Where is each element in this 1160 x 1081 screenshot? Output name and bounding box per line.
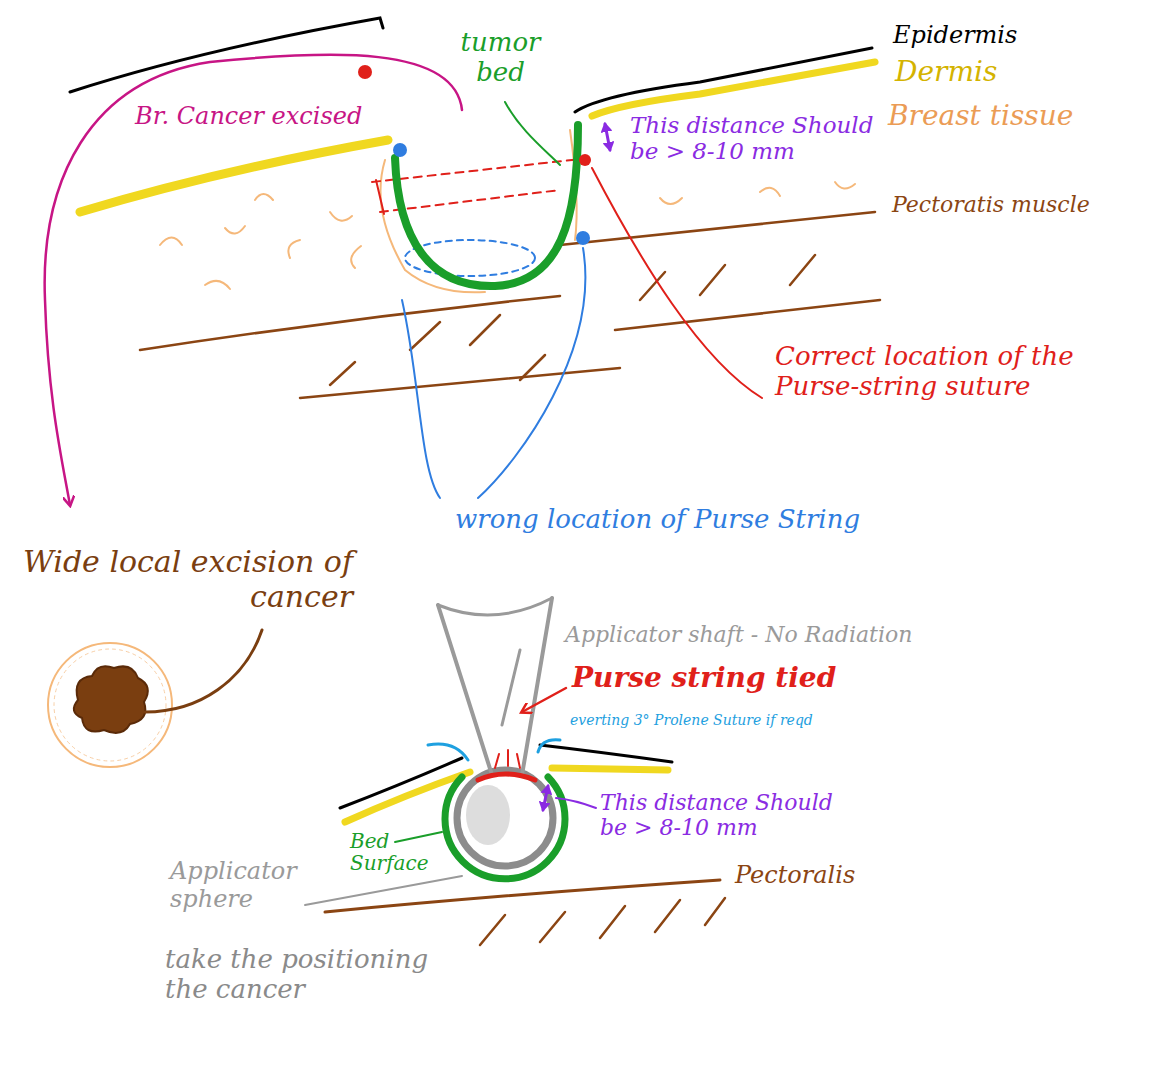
muscle-hatch (480, 915, 505, 945)
muscle-line (300, 368, 620, 398)
applicator-shaft (438, 605, 492, 775)
epidermis-line (540, 745, 672, 762)
tissue-scribble (288, 240, 300, 258)
tissue-scribble (835, 182, 855, 189)
applicator-shaft (522, 598, 552, 775)
dermis-band (80, 140, 388, 212)
annotation-label: Applicator sphere (170, 858, 310, 913)
applicator-sphere (457, 770, 553, 866)
annotation-label: Breast tissue (888, 100, 1073, 132)
annotation-label: This distance Should be > 8-10 mm (600, 790, 845, 841)
tissue-scribble (160, 238, 182, 246)
tissue-scribble (205, 281, 230, 289)
muscle-hatch (520, 355, 545, 380)
annotation-label: This distance Should be > 8-10 mm (630, 112, 885, 165)
annotation-label: take the positioning the cancer (165, 945, 465, 1005)
everting-suture (538, 740, 560, 752)
applicator-section (305, 598, 725, 945)
purse-string-ends (495, 750, 520, 768)
annotation-label: wrong location of Purse String (455, 505, 860, 535)
tissue-scribble (760, 188, 780, 196)
excision-margin (48, 643, 172, 767)
pectoralis-hatch (480, 898, 725, 945)
applicator-shaft (438, 598, 552, 615)
bed-surface (445, 777, 565, 879)
leader-line (402, 300, 440, 498)
annotation-label: Pectoratis muscle (892, 192, 1090, 217)
distance-arrow (543, 786, 548, 810)
muscle-line (140, 296, 560, 350)
pectoralis-muscle (140, 212, 880, 398)
tissue-scribble (351, 246, 361, 268)
muscle-hatch (655, 900, 680, 932)
annotation-label: Pectoralis (735, 862, 855, 890)
muscle-hatch (470, 315, 500, 345)
leader-line (505, 102, 560, 165)
purse-string-path (376, 180, 384, 214)
dermis-band (592, 62, 875, 116)
leader-line (145, 630, 262, 712)
purse-string-path (380, 190, 560, 212)
muscle-hatch (790, 255, 815, 285)
muscle-hatch (540, 912, 565, 942)
excised-specimen (48, 630, 262, 767)
wrong-suture-dot (576, 231, 590, 245)
muscle-hatch (700, 265, 725, 295)
muscle-hatch (410, 322, 440, 350)
cancer-mass (74, 666, 148, 733)
leader-line (478, 248, 585, 498)
flow-arrow (45, 55, 462, 505)
annotation-label: Applicator shaft - No Radiation (565, 622, 912, 647)
excision-margin (54, 649, 166, 761)
tissue-scribble (330, 212, 352, 221)
muscle-hatch (705, 898, 725, 925)
leader-line (395, 832, 442, 842)
annotation-label: Correct location of the Purse-string sut… (775, 342, 1147, 402)
annotation-label: everting 3° Prolene Suture if reqd (570, 712, 813, 728)
annotation-label: Br. Cancer excised (135, 103, 362, 131)
tissue-scribble (225, 226, 245, 234)
leader-line (592, 168, 762, 398)
tumor-bed (395, 125, 578, 286)
sphere-shade (466, 785, 510, 845)
pectoralis-line (325, 880, 720, 912)
breast-section (45, 18, 880, 505)
correct-suture-dot (579, 154, 591, 166)
annotation-label: Bed Surface (350, 830, 430, 874)
annotation-label: Dermis (895, 56, 997, 88)
tissue-scribble (255, 194, 273, 200)
annotation-label: Wide local excision of cancer (18, 545, 353, 614)
annotation-label: Purse string tied (572, 662, 836, 694)
annotation-label: Epidermis (893, 22, 1017, 50)
muscle-line (615, 300, 880, 330)
leader-arrow (522, 688, 566, 712)
epidermis-line (575, 48, 872, 112)
leader-line (556, 798, 596, 808)
cancer-dot (358, 65, 372, 79)
distance-arrow (605, 124, 610, 150)
muscle-hatch (330, 362, 355, 385)
muscle-line (560, 212, 875, 245)
applicator-shaft (502, 650, 520, 725)
muscle-hatch (600, 906, 625, 938)
tissue-scribble (660, 198, 682, 204)
annotation-label: tumor bed (448, 28, 553, 88)
purse-string (478, 774, 535, 780)
dermis-band (552, 768, 668, 770)
wrong-suture-dot (393, 143, 407, 157)
everting-suture (428, 744, 468, 760)
